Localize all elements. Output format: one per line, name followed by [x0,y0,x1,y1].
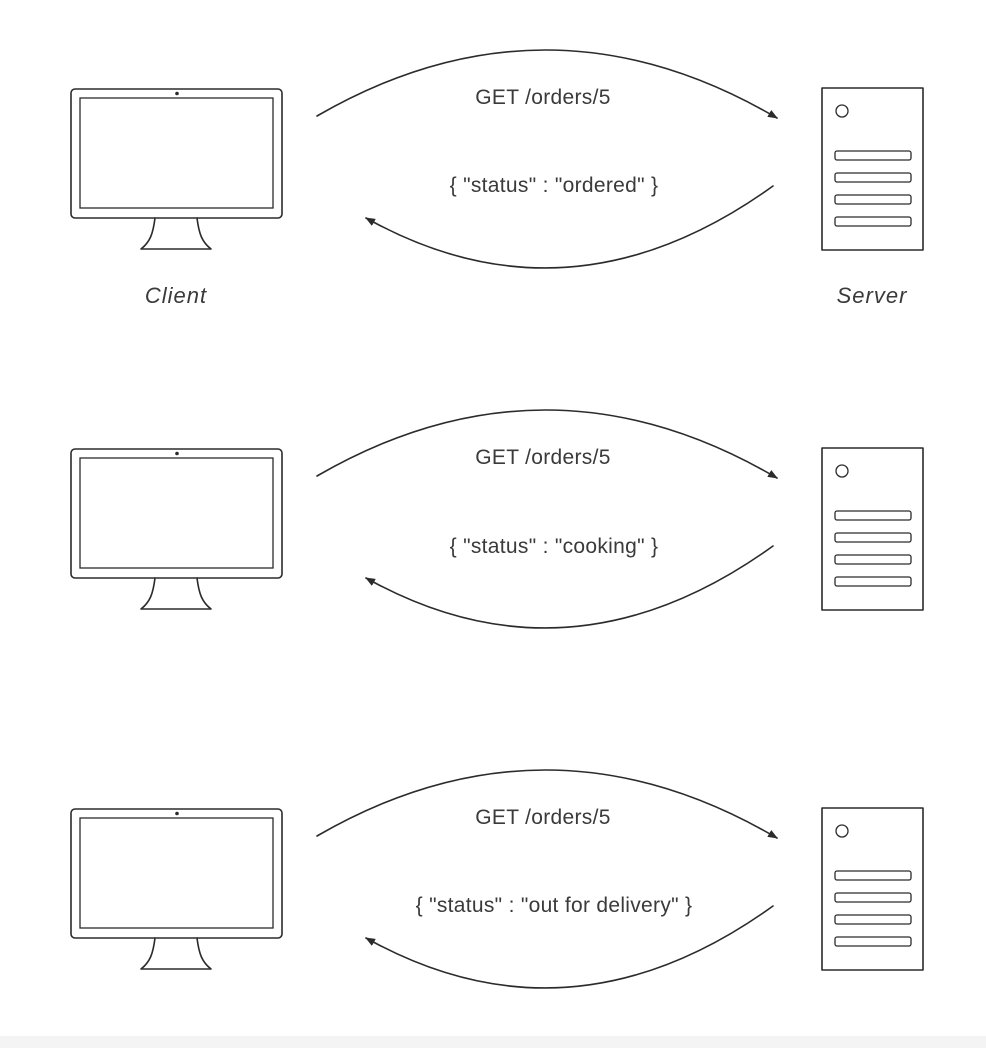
server-tower-icon [821,87,924,251]
bottom-strip [0,1036,986,1048]
response-arrow [365,905,774,989]
request-arrow [316,409,778,479]
request-label: GET /orders/5 [475,446,610,469]
response-label: { "status" : "out for delivery" } [416,894,693,917]
request-arrow [316,769,778,839]
response-arrow [365,185,774,269]
exchange-row-2: GET /orders/5 { "status" : "cooking" } [70,409,924,629]
server-tower-icon [821,807,924,971]
exchange-row-1: GET /orders/5 { "status" : "ordered" } C… [70,49,924,308]
client-monitor-icon [70,88,283,250]
client-monitor-icon [70,448,283,610]
response-arrow [365,545,774,629]
request-arrow [316,49,778,119]
server-caption: Server [837,283,908,308]
client-monitor-icon [70,808,283,970]
client-caption: Client [145,283,207,308]
exchange-row-3: GET /orders/5 { "status" : "out for deli… [70,769,924,989]
response-label: { "status" : "ordered" } [450,174,659,197]
request-label: GET /orders/5 [475,86,610,109]
server-tower-icon [821,447,924,611]
response-label: { "status" : "cooking" } [450,535,659,558]
request-label: GET /orders/5 [475,806,610,829]
